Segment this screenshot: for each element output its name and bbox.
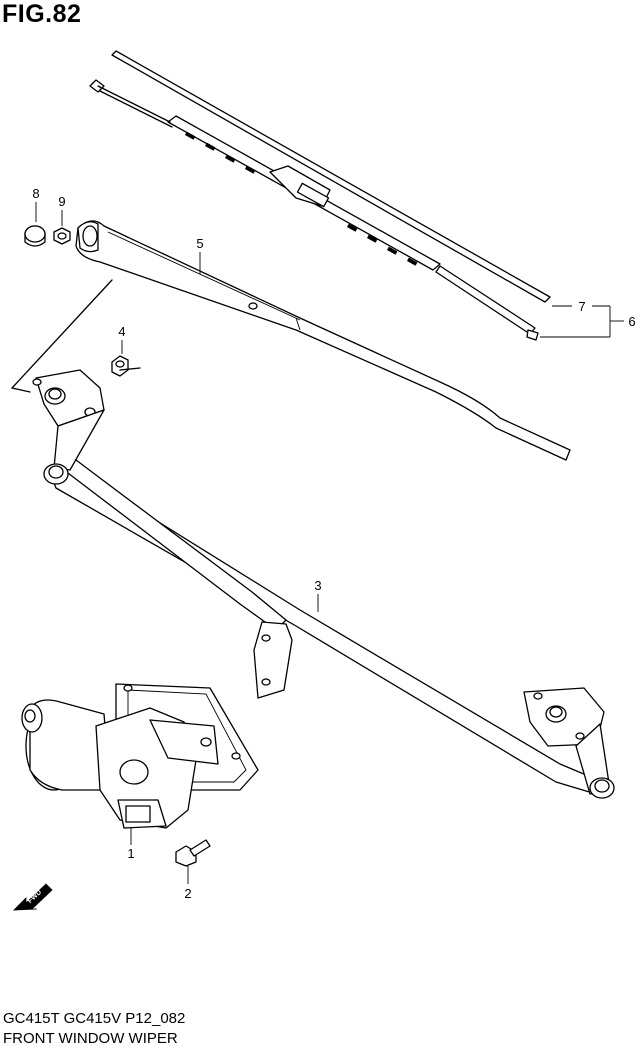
svg-text:3: 3 [314,578,321,593]
callout-6: 6 [540,306,636,338]
pivot-nut [111,355,129,377]
svg-text:9: 9 [58,194,65,209]
svg-text:8: 8 [32,186,39,201]
callout-5: 5 [196,236,204,274]
wiper-refill [89,79,539,341]
wiper-arm [75,220,571,461]
callout-8: 8 [32,186,40,222]
arm-nut [53,227,71,245]
wiper-linkage [32,369,615,799]
wiper-blade [111,50,551,303]
callout-4: 4 [118,324,126,354]
callout-2: 2 [184,866,192,901]
wiper-motor [21,683,259,829]
svg-text:2: 2 [184,886,191,901]
arm-cap [24,225,46,247]
svg-text:1: 1 [127,846,134,861]
callout-9: 9 [58,194,66,226]
callout-3: 3 [314,578,322,612]
figure-code: GC415T GC415V P12_082 [3,1010,186,1027]
callout-7: 7 [552,299,610,314]
figure-name: FRONT WINDOW WIPER [3,1030,178,1047]
reference-lines [11,279,141,393]
figure-title: FIG.82 [2,0,82,28]
callout-1: 1 [127,828,135,861]
motor-bolt [175,839,211,867]
svg-text:7: 7 [578,299,585,314]
svg-text:6: 6 [628,314,635,329]
forward-arrow-icon: FWD [12,883,53,911]
svg-text:5: 5 [196,236,203,251]
svg-text:4: 4 [118,324,125,339]
